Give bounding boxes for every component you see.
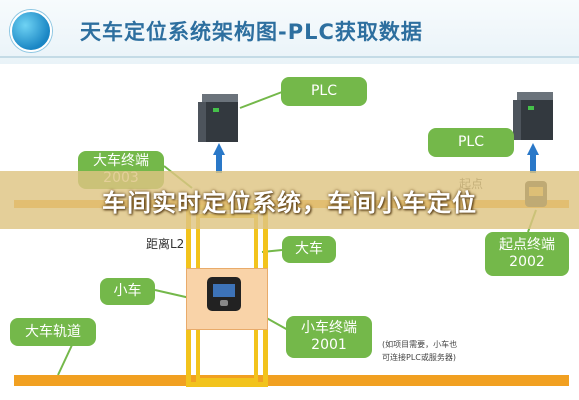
connector-trolley [154, 289, 191, 299]
start-terminal-label: 起点终端 [499, 237, 555, 253]
terminal-device-icon [207, 277, 241, 311]
arrow-up-icon-right [527, 143, 539, 155]
crane-track-label: 大车轨道 [25, 323, 81, 340]
header: 天车定位系统架构图-PLC获取数据 [0, 0, 579, 64]
connector-crane-track [57, 344, 73, 376]
overlay-banner [0, 171, 579, 229]
start-terminal-id: 2002 [509, 254, 545, 270]
plc-right-box: PLC [428, 128, 514, 157]
header-globe-icon [10, 10, 52, 52]
connector-plc-left [239, 91, 283, 109]
trolley-label: 小车 [113, 283, 142, 299]
crane-label: 大车 [295, 241, 323, 257]
terminal-screen [213, 284, 235, 297]
trolley-terminal-box: 小车终端 2001 [286, 316, 372, 358]
plc-device-icon [198, 94, 240, 144]
trolley-terminal-id: 2001 [311, 337, 347, 353]
crane-track-box: 大车轨道 [10, 318, 96, 346]
note: (如项目需要，小车也 可连接PLC或服务器) [382, 338, 457, 364]
header-background [0, 0, 579, 64]
arrow-up-icon [213, 143, 225, 155]
bottom-rail [14, 375, 569, 386]
note-line-2: 可连接PLC或服务器) [382, 353, 456, 362]
plc-right-label: PLC [457, 134, 485, 150]
terminal-knob [220, 300, 228, 306]
trolley-terminal-label: 小车终端 [301, 320, 357, 336]
crane-terminal-label: 大车终端 [93, 153, 149, 169]
plc-left-label: PLC [310, 83, 338, 99]
header-divider [0, 56, 579, 58]
plc-left-box: PLC [281, 77, 367, 106]
arrow-shaft-right [530, 155, 536, 173]
plc-device-icon-right [513, 92, 555, 142]
start-terminal-box: 起点终端 2002 [485, 232, 569, 276]
crane-box: 大车 [282, 236, 336, 263]
page-title: 天车定位系统架构图-PLC获取数据 [80, 20, 423, 44]
trolley-box: 小车 [100, 278, 155, 305]
distance-label: 距离L2 [146, 237, 185, 251]
banner-caption: 车间实时定位系统，车间小车定位 [102, 188, 477, 217]
arrow-shaft-left [216, 155, 222, 173]
note-line-1: (如项目需要，小车也 [382, 340, 458, 349]
